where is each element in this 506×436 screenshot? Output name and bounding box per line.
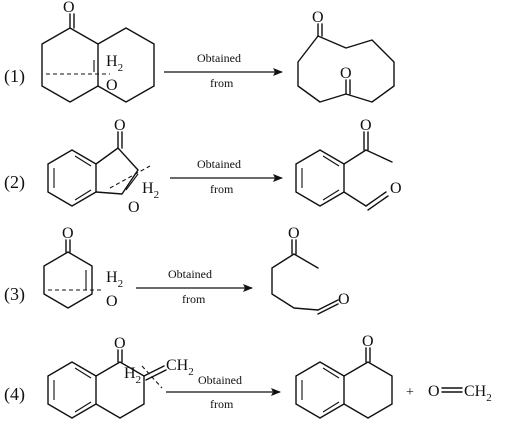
reaction-3-arrow: Obtained from — [136, 267, 253, 306]
reaction-2-arrow: Obtained from — [170, 157, 283, 196]
reaction-4-arrow: Obtained from — [166, 373, 281, 411]
reaction-4-product-oxygen: O — [362, 333, 374, 350]
reaction-2-arrow-top-label: Obtained — [197, 157, 241, 171]
reaction-1-arrow-top-label: Obtained — [197, 51, 241, 65]
reaction-4-reagent-ch: CH2 — [166, 357, 194, 378]
reaction-3-arrow-bottom-label: from — [182, 292, 206, 306]
reaction-1-number: (1) — [4, 66, 25, 87]
reaction-4-product: O — [295, 333, 393, 419]
reaction-1-reagent-o: O — [106, 77, 118, 94]
reaction-1-reactant-oxygen: O — [63, 0, 75, 16]
reaction-4-plus: + — [406, 385, 414, 400]
reaction-2: (2) O H2 O Obtained from — [4, 117, 402, 216]
reaction-1-product-oxygen-1: O — [312, 9, 324, 26]
reaction-3-arrow-top-label: Obtained — [168, 267, 212, 281]
reaction-1-arrow: Obtained from — [164, 51, 283, 90]
reaction-1-arrow-bottom-label: from — [210, 76, 234, 90]
reaction-4-byproduct-ch2: CH2 — [464, 383, 492, 404]
reaction-4-reagent-h: H2 — [124, 365, 141, 386]
reaction-4: (4) O H2 CH2 Obtained from — [4, 333, 492, 419]
reaction-2-product: O O — [295, 117, 402, 211]
reaction-2-reactant-oxygen: O — [114, 117, 126, 134]
reaction-2-reagent-o: O — [128, 199, 140, 216]
reaction-3-product: O O — [271, 225, 350, 315]
reaction-3-reactant: O H2 O — [43, 225, 123, 310]
reaction-1-reagent-h: H2 — [106, 53, 123, 74]
reaction-1-product: O O — [297, 9, 395, 103]
reaction-1: (1) O H2 O Obtained from — [4, 0, 395, 103]
reaction-4-arrow-top-label: Obtained — [198, 373, 242, 387]
reaction-3-product-oxygen-2: O — [338, 291, 350, 308]
reaction-3-reagent-h: H2 — [106, 269, 123, 290]
reaction-2-reagent-h: H2 — [142, 180, 159, 201]
reaction-2-reactant: O H2 O — [47, 117, 159, 216]
reaction-2-product-oxygen-1: O — [360, 117, 372, 134]
reaction-1-reactant: O H2 O — [41, 0, 155, 103]
reaction-3-reactant-oxygen: O — [62, 225, 74, 242]
reaction-1-product-oxygen-2: O — [340, 65, 352, 82]
reaction-4-reactant-oxygen: O — [114, 335, 126, 352]
reaction-4-byproduct-oxygen: O — [428, 383, 440, 400]
reaction-2-product-oxygen-2: O — [390, 180, 402, 197]
reaction-4-reactant: O H2 CH2 — [47, 335, 194, 419]
reaction-3-reagent-o: O — [106, 293, 118, 310]
reaction-4-byproduct: O CH2 — [428, 383, 492, 404]
reaction-3-product-oxygen-1: O — [288, 225, 300, 242]
reaction-4-number: (4) — [4, 384, 25, 405]
reaction-2-arrow-bottom-label: from — [210, 182, 234, 196]
reaction-3-number: (3) — [4, 284, 25, 305]
reaction-3: (3) O H2 O Obtained from O O — [4, 225, 350, 315]
reaction-4-arrow-bottom-label: from — [210, 397, 234, 411]
reaction-2-number: (2) — [4, 172, 25, 193]
